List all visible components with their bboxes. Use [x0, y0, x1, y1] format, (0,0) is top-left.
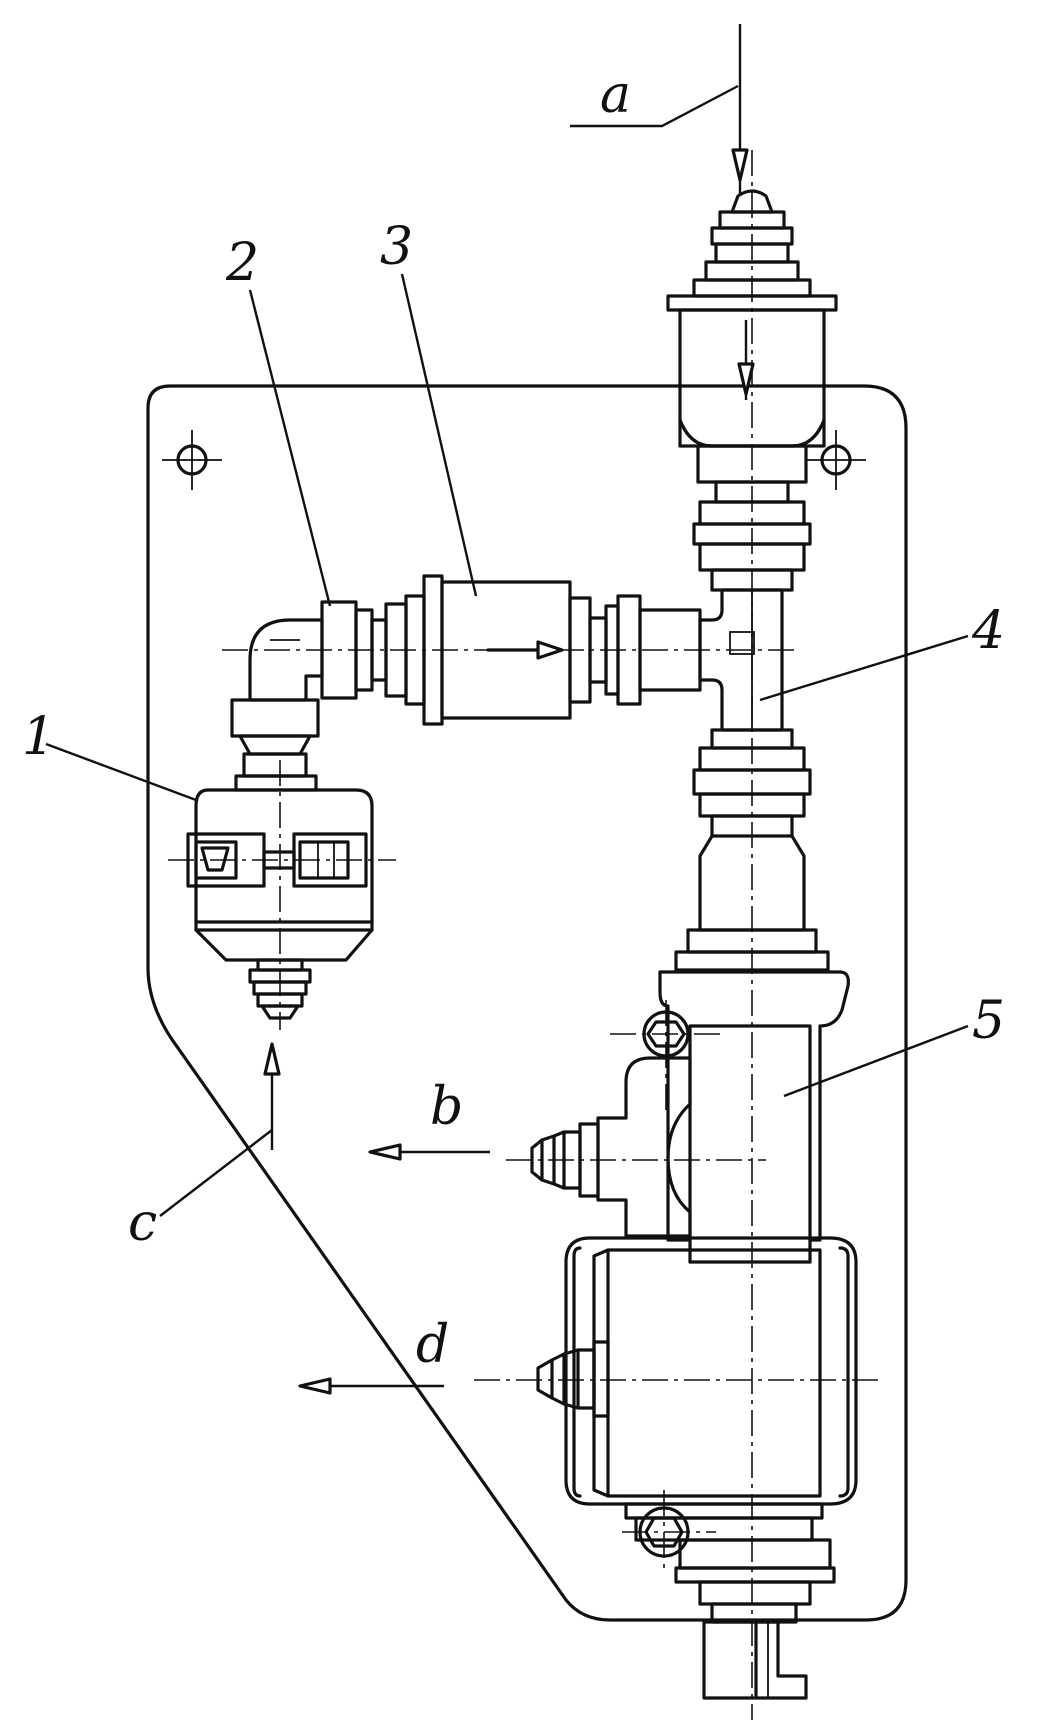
- flow-label-a: a: [600, 65, 631, 125]
- mounting-hole-right: [806, 430, 866, 490]
- bottom-fittings: [622, 1490, 836, 1700]
- part-label-4: 4: [971, 601, 1005, 661]
- valve-body-5: [506, 970, 850, 1264]
- part-label-1: 1: [22, 707, 55, 767]
- leader-c: [159, 1129, 273, 1217]
- flow-label-d: d: [416, 1315, 449, 1375]
- tee-fitting: [698, 588, 784, 732]
- mounting-plate: [146, 384, 908, 1622]
- leader-3: [400, 273, 478, 597]
- leader-a: [570, 84, 739, 128]
- leader-2: [248, 289, 332, 607]
- mounting-hole-left: [162, 430, 222, 490]
- union-lower: [674, 728, 830, 972]
- elbow-fitting: [248, 618, 324, 702]
- valve-unit-1: [168, 774, 396, 962]
- flow-arrow-c: [263, 1042, 281, 1150]
- inlet-fitting-a: [666, 189, 838, 484]
- flow-label-b: b: [430, 1077, 463, 1137]
- actuator-housing: [474, 1236, 880, 1506]
- flow-label-c: c: [128, 1193, 157, 1253]
- valve-outlet-nipple: [248, 760, 312, 1030]
- elbow-lower-fitting: [230, 698, 320, 778]
- leader-4: [759, 634, 969, 702]
- leader-1: [45, 742, 197, 802]
- flow-arrow-d: [298, 1377, 444, 1395]
- flow-arrow-a: [731, 24, 755, 400]
- part-label-5: 5: [972, 991, 1005, 1051]
- leader-5: [783, 1024, 969, 1098]
- part-label-3: 3: [380, 217, 413, 277]
- connector-nipple: [320, 594, 426, 706]
- union-upper: [692, 480, 812, 592]
- part-label-2: 2: [225, 233, 259, 293]
- flow-arrow-b: [368, 1143, 490, 1161]
